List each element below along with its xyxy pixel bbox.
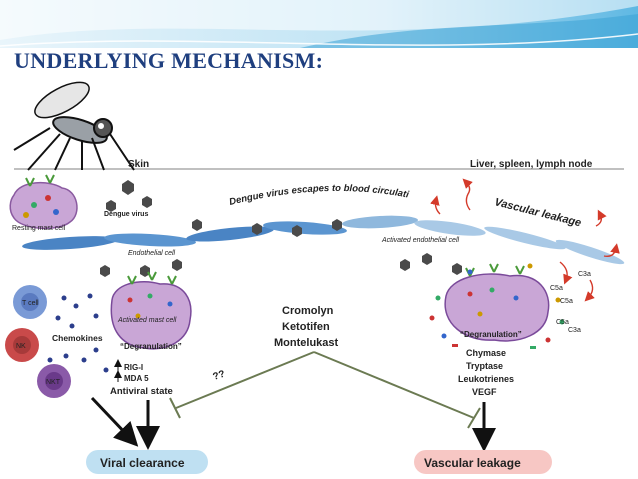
organs-label: Liver, spleen, lymph node xyxy=(470,159,593,170)
nkt-cell xyxy=(37,364,71,398)
clearance-arrows xyxy=(90,396,496,452)
skin-label: Skin xyxy=(128,159,149,170)
t-cell xyxy=(13,285,47,319)
leakage-arrows xyxy=(430,178,620,302)
resting-mast-cell-label: Resting mast cell xyxy=(12,225,66,232)
activated-endothelial-label: Activated endothelial cell xyxy=(381,237,459,244)
mediator-leukotrienes: Leukotrienes xyxy=(458,374,514,384)
antiviral-label: Antiviral state xyxy=(110,386,173,397)
viral-clearance-pill xyxy=(86,450,208,474)
mediator-chymase: Chymase xyxy=(466,348,506,358)
degranulation-left-label: “Degranulation” xyxy=(120,342,182,351)
nk-label: NK xyxy=(16,343,26,350)
c5a-label-2: C5a xyxy=(560,298,573,305)
c5a-label-1: C5a xyxy=(550,285,563,292)
c3a-label-1: C3a xyxy=(578,271,591,278)
drug-ketotifen: Ketotifen xyxy=(282,321,330,333)
t-cell-label: T cell xyxy=(22,300,39,307)
viral-clearance-label: Viral clearance xyxy=(100,456,185,470)
dengue-virus-label: Dengue virus xyxy=(104,211,148,218)
rig-label: RIG-I xyxy=(124,363,143,372)
mediator-vegf: VEGF xyxy=(472,387,497,397)
vascular-leakage-pill xyxy=(414,450,552,474)
nk-cell xyxy=(5,328,39,362)
inhibition-lines xyxy=(169,351,481,429)
header-banner xyxy=(0,0,638,48)
resting-mast-cell xyxy=(9,174,78,230)
granule-dots-right xyxy=(429,263,565,349)
activated-mast-cell-label: Activated mast cell xyxy=(117,317,177,324)
c3a-label-2: C3a xyxy=(568,327,581,334)
mda-label: MDA 5 xyxy=(124,374,149,383)
degranulation-right-label: “Degranulation” xyxy=(460,330,522,339)
endothelial-cell-label: Endothelial cell xyxy=(128,250,176,257)
circulating-virus-group xyxy=(100,219,462,277)
drug-cromolyn: Cromolyn xyxy=(282,305,334,317)
endothelial-layer xyxy=(22,215,625,265)
nkt-label: NKT xyxy=(46,379,61,386)
c5a-label-3: C5a xyxy=(556,319,569,326)
mediator-tryptase: Tryptase xyxy=(466,361,503,371)
drug-montelukast: Montelukast xyxy=(274,337,339,349)
vascular-leakage-bottom-label: Vascular leakage xyxy=(424,456,521,470)
chemokines-label: Chemokines xyxy=(52,333,103,343)
dengue-virus-group xyxy=(106,180,152,212)
mosquito-icon xyxy=(13,81,135,171)
slide-title: UNDERLYING MECHANISM: xyxy=(14,48,324,73)
chemokine-dots xyxy=(47,293,109,373)
question-marks: ?? xyxy=(212,369,227,383)
activated-mast-cell-left xyxy=(110,271,192,350)
vascular-leakage-top-label: Vascular leakage xyxy=(493,196,582,229)
